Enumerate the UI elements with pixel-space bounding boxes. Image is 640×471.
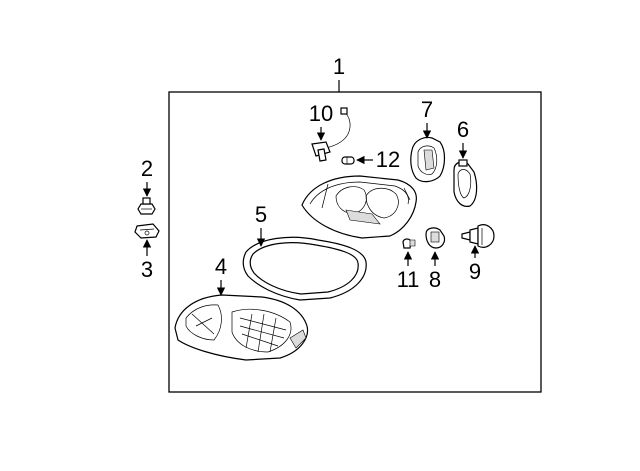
callout-5: 5 (255, 202, 267, 227)
part-5-gasket (242, 236, 367, 301)
callout-3: 3 (141, 257, 153, 282)
callout-1: 1 (333, 54, 345, 79)
part-7-cover (410, 136, 446, 183)
callout-9: 9 (469, 259, 481, 284)
part-10-harness (311, 107, 351, 162)
part-12-bulb (341, 156, 355, 165)
part-9-bulb (461, 224, 495, 248)
callout-10: 10 (309, 101, 333, 126)
part-housing (301, 175, 417, 239)
callout-4: 4 (215, 254, 227, 279)
callout-6: 6 (457, 117, 469, 142)
callout-2: 2 (141, 156, 153, 181)
callout-8: 8 (429, 267, 441, 292)
callout-7: 7 (421, 97, 433, 122)
assembly-box (168, 91, 542, 393)
part-11-wedge-bulb (402, 238, 416, 249)
part-6-side-housing (453, 159, 478, 207)
callout-11: 11 (397, 267, 420, 292)
callout-12: 12 (376, 147, 400, 172)
part-8-socket (425, 227, 446, 249)
part-2-bolt (137, 197, 156, 215)
part-3-clip (134, 223, 160, 239)
part-4-lens (174, 294, 309, 361)
